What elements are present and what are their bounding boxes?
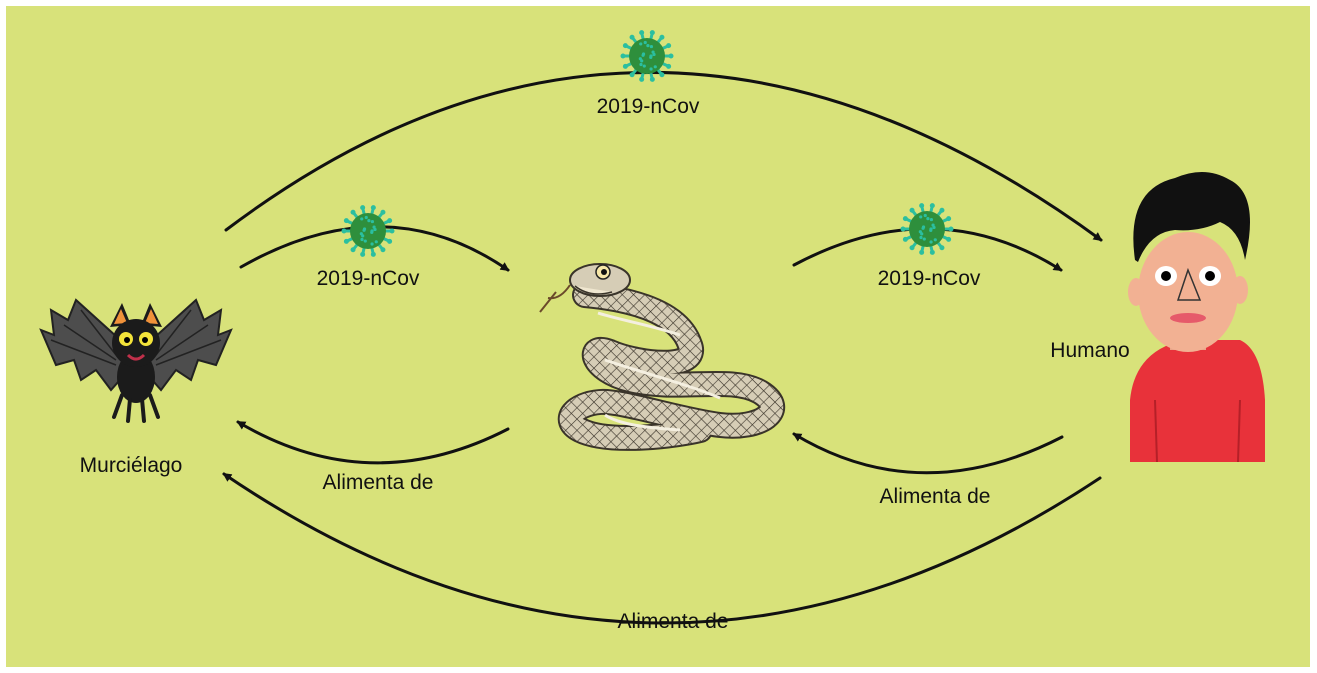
virus-spike-tip xyxy=(623,43,628,48)
virus-spike-tip xyxy=(910,208,915,213)
node-label-human: Humano xyxy=(1050,340,1129,361)
node-label-bat: Murciélago xyxy=(80,455,183,476)
virus-spike-tip xyxy=(939,245,944,250)
virus-dot xyxy=(364,239,367,242)
virus-spike-tip xyxy=(919,250,924,255)
virus-dot xyxy=(930,218,933,221)
virus-spike-tip xyxy=(903,237,908,242)
virus-dot xyxy=(929,229,932,232)
virus-dot xyxy=(934,238,937,241)
virus-dot xyxy=(922,225,925,228)
virus-spike-tip xyxy=(669,54,674,59)
virus-spike-tip xyxy=(930,250,935,255)
virus-spike-tip xyxy=(380,210,385,215)
virus-dot xyxy=(919,215,922,218)
virus-dot xyxy=(652,53,655,56)
virus-dot xyxy=(360,238,363,241)
virus-spike-tip xyxy=(659,72,664,77)
virus-dot xyxy=(639,63,642,66)
virus-spike-tip xyxy=(650,30,655,35)
virus-dot xyxy=(643,64,646,67)
virus-spike-tip xyxy=(390,229,395,234)
virus-spike-tip xyxy=(946,237,951,242)
virus-spike-tip xyxy=(342,229,347,234)
virus-dot xyxy=(644,41,647,44)
virus-dot xyxy=(926,217,929,220)
virus-dot xyxy=(650,45,653,48)
virus-dot xyxy=(932,226,935,229)
human-illustration xyxy=(1128,172,1265,462)
virus-spike-tip xyxy=(630,72,635,77)
virus-spike-tip xyxy=(666,64,671,69)
virus-dot xyxy=(649,67,652,70)
virus-spike-tip xyxy=(344,218,349,223)
virus-body xyxy=(909,211,945,247)
virus-dot xyxy=(639,57,642,60)
virus-spike-tip xyxy=(946,216,951,221)
virus-icon xyxy=(901,203,954,255)
bat-illustration xyxy=(41,300,231,421)
virus-spike-tip xyxy=(639,77,644,82)
edge-label-bat-human-virus: 2019-nCov xyxy=(597,96,700,117)
virus-dot xyxy=(370,242,373,245)
virus-dot xyxy=(367,219,370,222)
virus-spike-tip xyxy=(901,227,906,232)
virus-dot xyxy=(923,237,926,240)
virus-spike-tip xyxy=(380,247,385,252)
virus-dot xyxy=(363,227,366,230)
edge-label-snake-human-virus: 2019-nCov xyxy=(878,268,981,289)
virus-spike-tip xyxy=(919,203,924,208)
virus-spike-tip xyxy=(623,64,628,69)
virus-spike-tip xyxy=(639,30,644,35)
virus-spike-tip xyxy=(910,245,915,250)
virus-dot xyxy=(919,230,922,233)
virus-spike-tip xyxy=(371,252,376,257)
virus-spike-tip xyxy=(939,208,944,213)
virus-spike-tip xyxy=(351,247,356,252)
virus-spike-tip xyxy=(621,54,626,59)
virus-dot xyxy=(375,240,378,243)
virus-dot xyxy=(639,42,642,45)
snake-illustration xyxy=(540,264,772,438)
virus-body xyxy=(350,213,386,249)
virus-spike-tip xyxy=(360,205,365,210)
virus-dot xyxy=(649,56,652,59)
virus-spike-tip xyxy=(387,218,392,223)
virus-dot xyxy=(654,65,657,68)
edge-label-snake-bat-feeds: Alimenta de xyxy=(323,472,434,493)
edge-label-bat-snake-virus: 2019-nCov xyxy=(317,268,420,289)
virus-body xyxy=(629,38,665,74)
virus-dot xyxy=(924,214,927,217)
virus-dot xyxy=(370,231,373,234)
virus-dot xyxy=(360,217,363,220)
virus-dot xyxy=(646,44,649,47)
virus-spike-tip xyxy=(650,77,655,82)
edge-label-human-snake-feeds: Alimenta de xyxy=(880,486,991,507)
virus-dot xyxy=(371,220,374,223)
virus-dot xyxy=(929,240,932,243)
virus-icon xyxy=(342,205,395,257)
virus-spike-tip xyxy=(360,252,365,257)
virus-dot xyxy=(360,232,363,235)
virus-spike-tip xyxy=(387,239,392,244)
virus-spike-tip xyxy=(344,239,349,244)
virus-dot xyxy=(365,216,368,219)
edges xyxy=(224,72,1101,623)
edge-label-human-bat-feeds: Alimenta de xyxy=(618,611,729,632)
virus-spike-tip xyxy=(930,203,935,208)
virus-spike-tip xyxy=(666,43,671,48)
virus-spike-tip xyxy=(371,205,376,210)
virus-spike-tip xyxy=(949,227,954,232)
virus-dot xyxy=(373,228,376,231)
edge-snake-to-bat xyxy=(238,422,508,463)
virus-dot xyxy=(642,52,645,55)
virus-spike-tip xyxy=(903,216,908,221)
virus-spike-tip xyxy=(351,210,356,215)
virus-spike-tip xyxy=(630,35,635,40)
virus-dot xyxy=(919,236,922,239)
virus-spike-tip xyxy=(659,35,664,40)
edge-human-to-snake xyxy=(794,434,1062,473)
